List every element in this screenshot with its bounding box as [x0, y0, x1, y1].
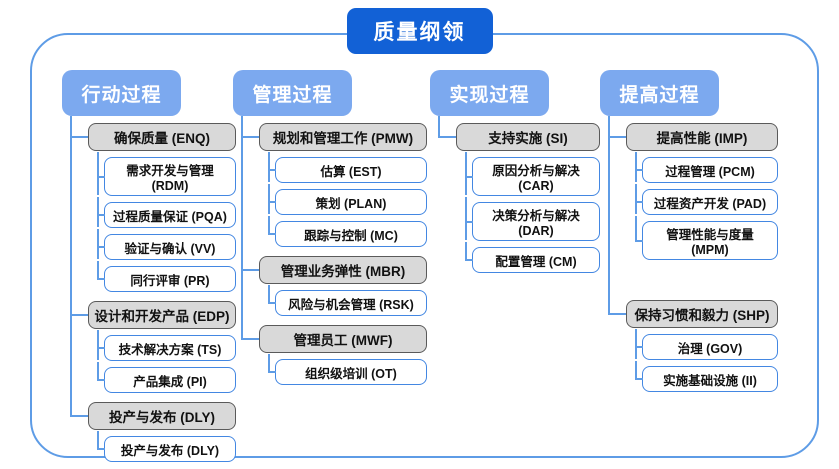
process-list: 过程管理 (PCM) 过程资产开发 (PAD) 管理性能与度量 (MPM) [634, 152, 778, 260]
process-node-car: 原因分析与解决 (CAR) [465, 152, 600, 196]
category-header-improvement: 提高过程 [600, 70, 719, 116]
group-label-edp: 设计和开发产品 (EDP) [88, 301, 236, 329]
process-node-pqa: 过程质量保证 (PQA) [97, 197, 236, 228]
group-list: 确保质量 (ENQ) 需求开发与管理 (RDM) 过程质量保证 (PQA) 验证… [70, 116, 236, 462]
process-node-ot: 组织级培训 (OT) [268, 354, 427, 385]
process-node-ts: 技术解决方案 (TS) [97, 330, 236, 361]
process-list: 组织级培训 (OT) [267, 354, 427, 385]
process-list: 估算 (EST) 策划 (PLAN) 跟踪与控制 (MC) [267, 152, 427, 247]
group-label-dly: 投产与发布 (DLY) [88, 402, 236, 430]
process-list: 需求开发与管理 (RDM) 过程质量保证 (PQA) 验证与确认 (VV) 同行… [96, 152, 236, 292]
process-node-dly: 投产与发布 (DLY) [97, 431, 236, 462]
process-node-plan: 策划 (PLAN) [268, 184, 427, 215]
process-list: 风险与机会管理 (RSK) [267, 285, 427, 316]
process-node-cm: 配置管理 (CM) [465, 242, 600, 273]
group-label-imp: 提高性能 (IMP) [626, 123, 778, 151]
process-node-rdm: 需求开发与管理 (RDM) [97, 152, 236, 196]
process-node-pr: 同行评审 (PR) [97, 261, 236, 292]
group-list: 提高性能 (IMP) 过程管理 (PCM) 过程资产开发 (PAD) 管理性能与… [608, 116, 778, 392]
process-list: 投产与发布 (DLY) [96, 431, 236, 462]
process-node-pcm: 过程管理 (PCM) [635, 152, 778, 183]
group-label-shp: 保持习惯和毅力 (SHP) [626, 300, 778, 328]
process-node-pi: 产品集成 (PI) [97, 362, 236, 393]
group-node-dly: 投产与发布 (DLY) 投产与发布 (DLY) [70, 393, 236, 462]
group-label-pmw: 规划和管理工作 (PMW) [259, 123, 427, 151]
group-node-imp: 提高性能 (IMP) 过程管理 (PCM) 过程资产开发 (PAD) 管理性能与… [608, 116, 778, 260]
group-label-si: 支持实施 (SI) [456, 123, 600, 151]
column-management-process: 管理过程 规划和管理工作 (PMW) 估算 (EST) 策划 (PLAN) 跟踪… [233, 70, 427, 385]
group-node-pmw: 规划和管理工作 (PMW) 估算 (EST) 策划 (PLAN) 跟踪与控制 (… [241, 116, 427, 247]
process-node-rsk: 风险与机会管理 (RSK) [268, 285, 427, 316]
group-node-si: 支持实施 (SI) 原因分析与解决 (CAR) 决策分析与解决 (DAR) 配置… [438, 116, 600, 273]
group-list: 规划和管理工作 (PMW) 估算 (EST) 策划 (PLAN) 跟踪与控制 (… [241, 116, 427, 385]
process-list: 原因分析与解决 (CAR) 决策分析与解决 (DAR) 配置管理 (CM) [464, 152, 600, 273]
category-header-management: 管理过程 [233, 70, 352, 116]
process-node-est: 估算 (EST) [268, 152, 427, 183]
process-node-mpm: 管理性能与度量 (MPM) [635, 216, 778, 260]
process-node-ii: 实施基础设施 (II) [635, 361, 778, 392]
group-label-enq: 确保质量 (ENQ) [88, 123, 236, 151]
group-node-enq: 确保质量 (ENQ) 需求开发与管理 (RDM) 过程质量保证 (PQA) 验证… [70, 116, 236, 292]
process-node-vv: 验证与确认 (VV) [97, 229, 236, 260]
group-node-edp: 设计和开发产品 (EDP) 技术解决方案 (TS) 产品集成 (PI) [70, 292, 236, 393]
group-node-mwf: 管理员工 (MWF) 组织级培训 (OT) [241, 316, 427, 385]
group-list: 支持实施 (SI) 原因分析与解决 (CAR) 决策分析与解决 (DAR) 配置… [438, 116, 600, 273]
column-realization-process: 实现过程 支持实施 (SI) 原因分析与解决 (CAR) 决策分析与解决 (DA… [430, 70, 600, 273]
process-node-mc: 跟踪与控制 (MC) [268, 216, 427, 247]
process-node-gov: 治理 (GOV) [635, 329, 778, 360]
group-node-shp: 保持习惯和毅力 (SHP) 治理 (GOV) 实施基础设施 (II) [608, 260, 778, 392]
group-node-mbr: 管理业务弹性 (MBR) 风险与机会管理 (RSK) [241, 247, 427, 316]
process-list: 治理 (GOV) 实施基础设施 (II) [634, 329, 778, 392]
category-header-realization: 实现过程 [430, 70, 549, 116]
process-list: 技术解决方案 (TS) 产品集成 (PI) [96, 330, 236, 393]
group-label-mwf: 管理员工 (MWF) [259, 325, 427, 353]
process-node-dar: 决策分析与解决 (DAR) [465, 197, 600, 241]
diagram-title: 质量纲领 [346, 8, 493, 54]
column-action-process: 行动过程 确保质量 (ENQ) 需求开发与管理 (RDM) 过程质量保证 (PQ… [62, 70, 236, 462]
group-label-mbr: 管理业务弹性 (MBR) [259, 256, 427, 284]
column-improvement-process: 提高过程 提高性能 (IMP) 过程管理 (PCM) 过程资产开发 (PAD) … [600, 70, 778, 392]
category-header-action: 行动过程 [62, 70, 181, 116]
process-node-pad: 过程资产开发 (PAD) [635, 184, 778, 215]
